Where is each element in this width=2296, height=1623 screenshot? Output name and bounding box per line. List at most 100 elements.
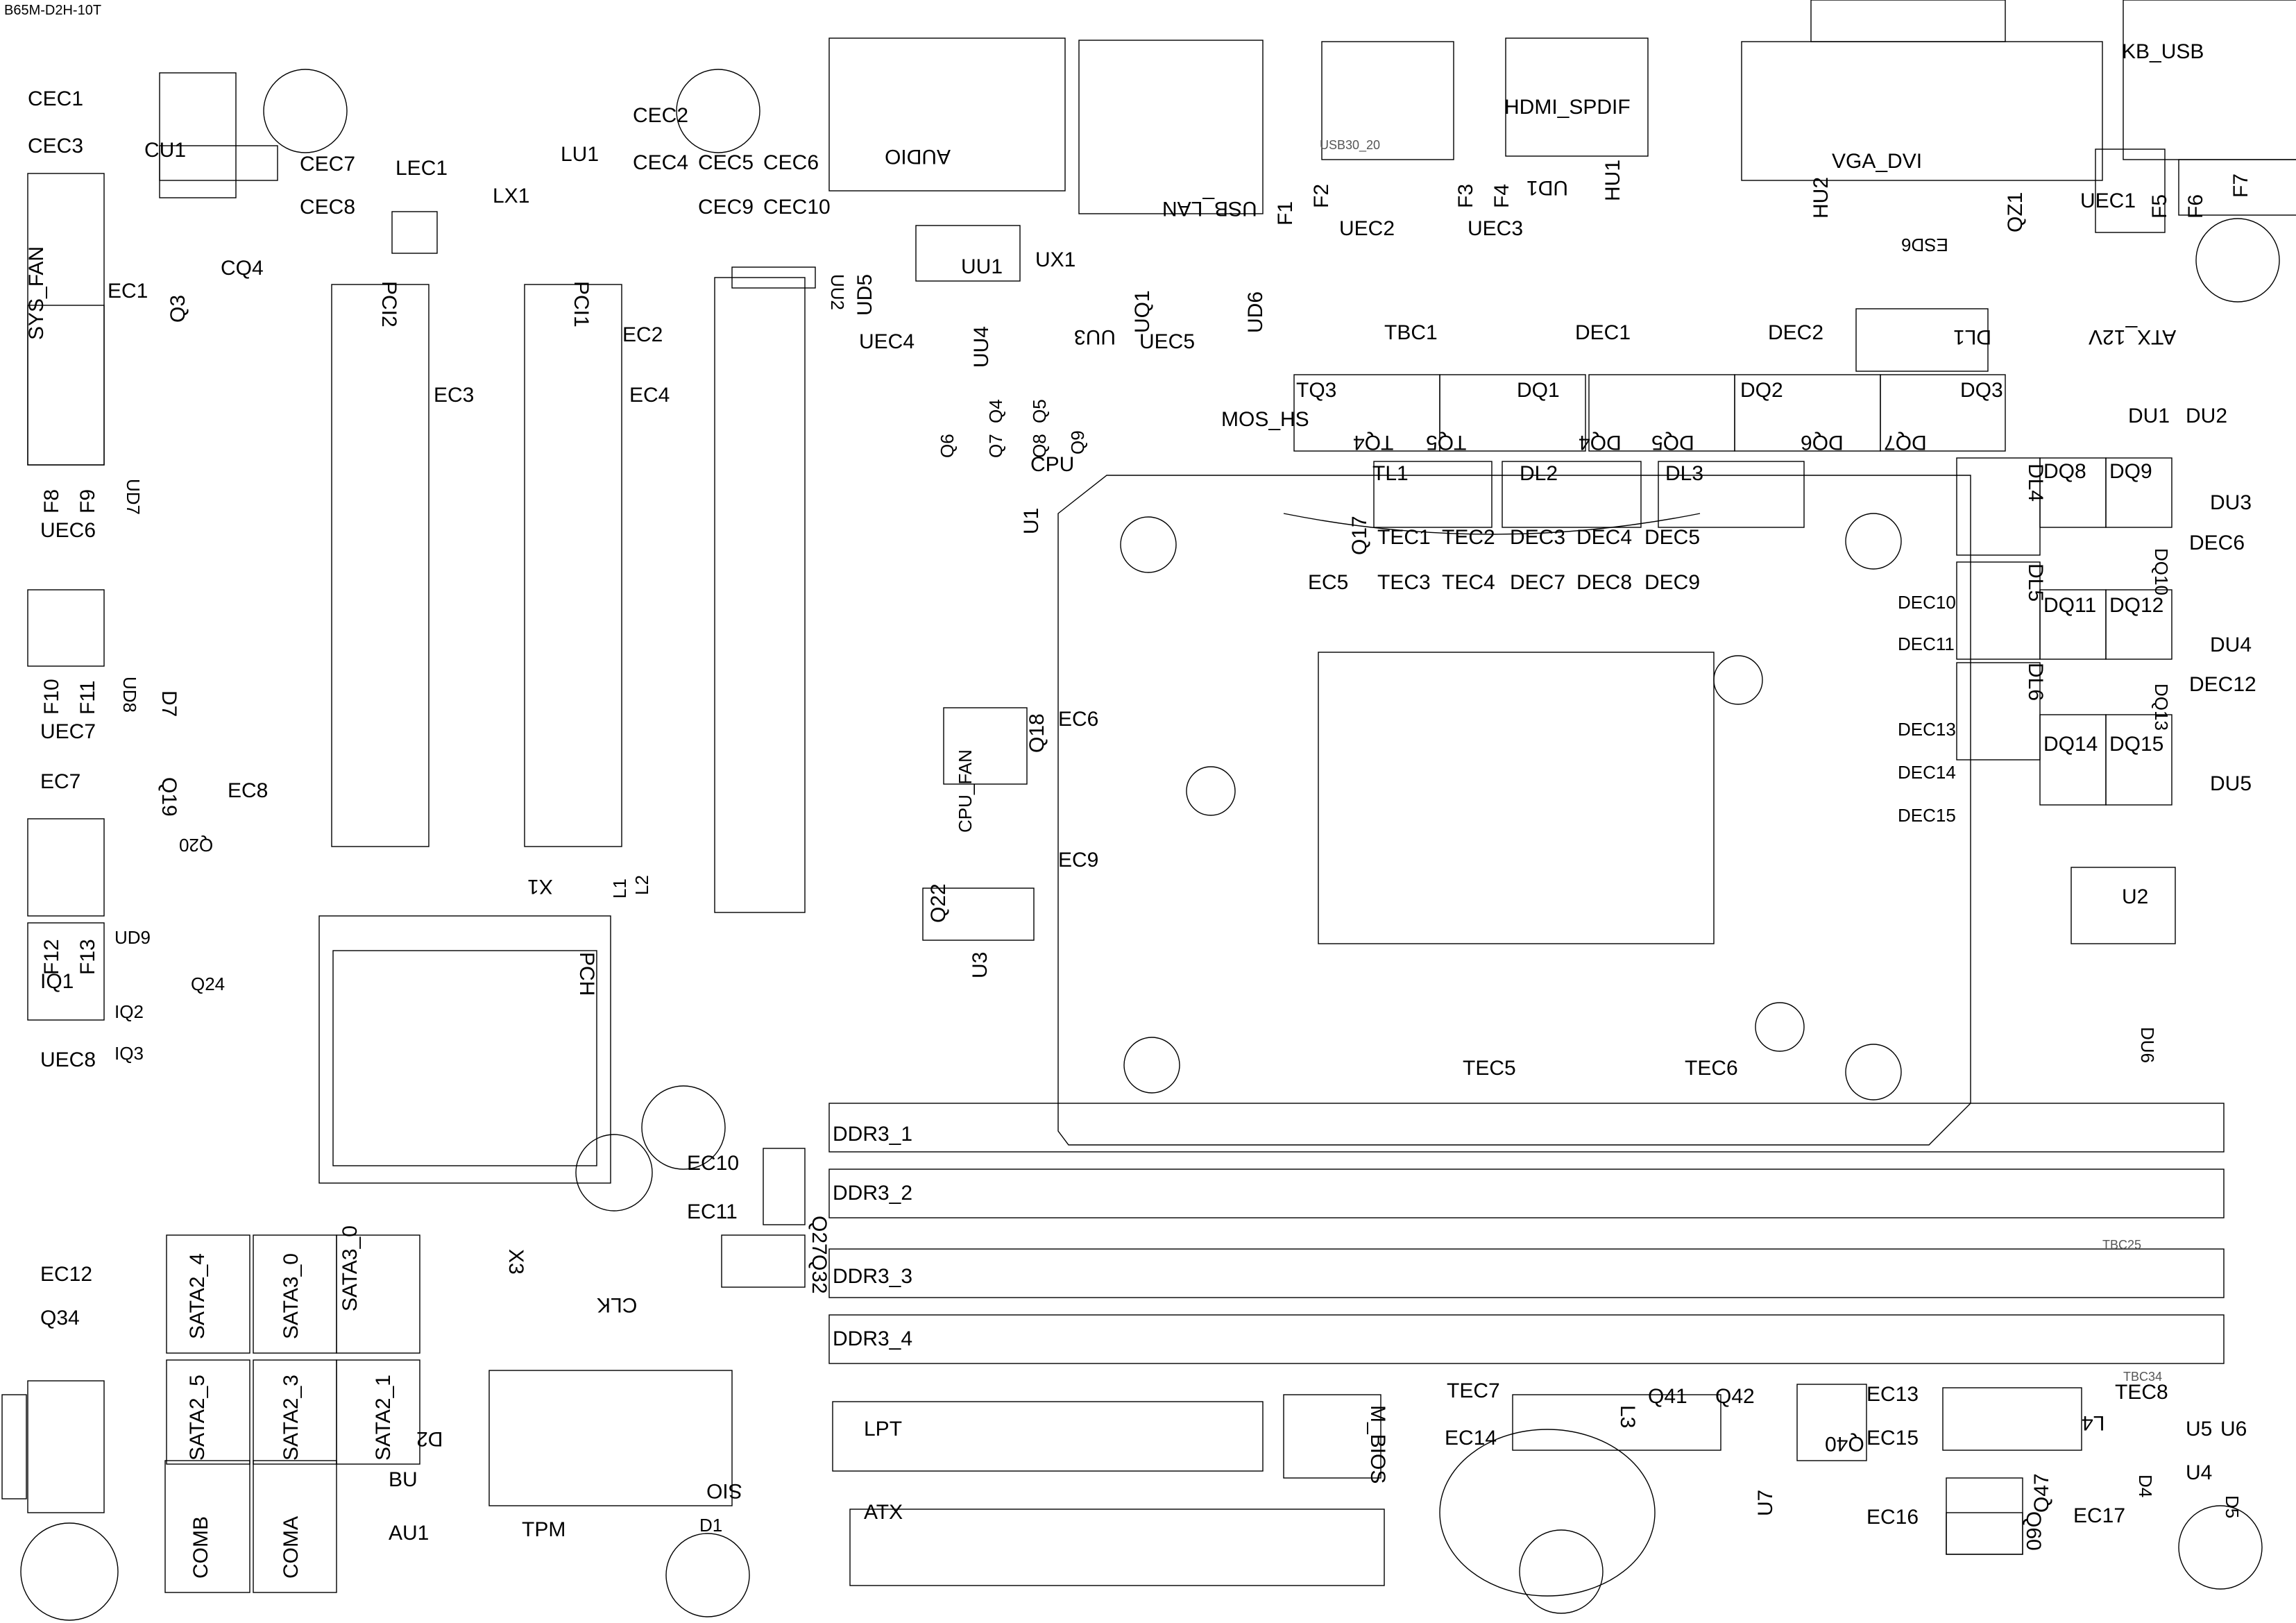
label-uu1: UU1 <box>961 255 1003 278</box>
label-lx1: LX1 <box>493 185 530 207</box>
label-f7: F7 <box>2229 173 2252 198</box>
label-tq4: TQ4 <box>1353 431 1394 454</box>
label-dec6: DEC6 <box>2189 532 2245 554</box>
label-du2: DU2 <box>2186 405 2228 427</box>
label-q34: Q34 <box>40 1307 80 1329</box>
label-dq7: DQ7 <box>1884 431 1927 454</box>
label-ec14: EC14 <box>1445 1427 1497 1450</box>
label-l4: L4 <box>2082 1411 2105 1434</box>
label-q40: Q40 <box>1825 1432 1864 1455</box>
label-dec1: DEC1 <box>1575 321 1631 344</box>
label-cpu-fan: CPU_FAN <box>955 749 976 833</box>
label-qz1: QZ1 <box>2004 192 2027 232</box>
label-q17: Q17 <box>1348 516 1371 555</box>
label-uu4: UU4 <box>970 325 993 368</box>
label-dl2: DL2 <box>1520 462 1558 485</box>
label-hdmi-spdif: HDMI_SPDIF <box>1504 96 1631 119</box>
label-ud6: UD6 <box>1244 291 1267 333</box>
label-l1: L1 <box>609 878 630 899</box>
label-dec7: DEC7 <box>1510 571 1566 594</box>
label-hu2: HU2 <box>1810 176 1832 219</box>
label-d1: D1 <box>699 1515 723 1536</box>
label-sys-fan: SYS_FAN <box>25 246 48 340</box>
label-ec7: EC7 <box>40 770 81 793</box>
label-dq8: DQ8 <box>2043 460 2086 483</box>
label-uec6: UEC6 <box>40 519 96 542</box>
label-cec4: CEC4 <box>633 151 689 174</box>
label-x1: X1 <box>527 875 553 898</box>
label-ec10: EC10 <box>687 1152 740 1175</box>
label-tbc25: TBC25 <box>2102 1238 2142 1252</box>
label-usb-lan: USB_LAN <box>1162 197 1257 220</box>
label-sata2-4: SATA2_4 <box>186 1253 209 1339</box>
label-q4: Q4 <box>985 399 1006 423</box>
label-dec2: DEC2 <box>1768 321 1824 344</box>
label-cu1: CU1 <box>144 139 187 162</box>
label-ec13: EC13 <box>1866 1383 1919 1406</box>
label-dq9: DQ9 <box>2109 460 2152 483</box>
label-f4: F4 <box>1490 183 1513 208</box>
label-tq3: TQ3 <box>1296 379 1337 402</box>
label-pci1: PCI1 <box>570 281 593 328</box>
label-tbc1: TBC1 <box>1384 321 1438 344</box>
label-bu: BU <box>389 1468 418 1491</box>
label-ud8: UD8 <box>119 677 140 713</box>
label-f8: F8 <box>40 488 63 513</box>
label-ec5: EC5 <box>1308 571 1349 594</box>
label-mos-hs: MOS_HS <box>1221 408 1309 431</box>
label-u4: U4 <box>2186 1461 2213 1484</box>
label-sata2-5: SATA2_5 <box>186 1375 209 1461</box>
label-sata2-2: SATA3_0 <box>280 1253 303 1339</box>
label-f5: F5 <box>2148 194 2171 219</box>
label-dec12: DEC12 <box>2189 673 2256 696</box>
label-q5: Q5 <box>1029 399 1050 423</box>
label-dec8: DEC8 <box>1576 571 1633 594</box>
label-f1: F1 <box>1274 201 1297 226</box>
label-ddr3-2: DDR3_2 <box>833 1182 913 1205</box>
label-dec3: DEC3 <box>1510 526 1566 549</box>
label-sio: SIO <box>706 1479 742 1502</box>
label-dq5: DQ5 <box>1651 431 1694 454</box>
label-vga-dvi: VGA_DVI <box>1832 150 1923 173</box>
label-q18: Q18 <box>1026 713 1048 753</box>
label-tec1: TEC1 <box>1377 526 1431 549</box>
label-uec4: UEC4 <box>859 330 915 353</box>
label-u6: U6 <box>2220 1418 2247 1441</box>
label-dec15: DEC15 <box>1898 805 1956 826</box>
label-dec14: DEC14 <box>1898 762 1956 783</box>
label-u3: U3 <box>969 951 992 978</box>
label-cpu: CPU <box>1030 453 1075 476</box>
label-ec4: EC4 <box>629 384 670 407</box>
label-q47: Q47 <box>2030 1473 2053 1513</box>
label-cec10: CEC10 <box>763 196 831 219</box>
label-lpt: LPT <box>864 1418 903 1441</box>
label-q8: Q8 <box>1029 434 1050 458</box>
label-m-bios: M_BIOS <box>1366 1405 1389 1484</box>
label-ud1: UD1 <box>1527 176 1569 199</box>
label-ec17: EC17 <box>2073 1504 2126 1527</box>
label-dq13: DQ13 <box>2151 683 2172 731</box>
label-tbc34: TBC34 <box>2123 1370 2163 1384</box>
label-u2: U2 <box>2122 885 2149 908</box>
label-uec3: UEC3 <box>1468 217 1524 240</box>
label-tec8: TEC8 <box>2115 1381 2168 1404</box>
label-d7: D7 <box>158 690 180 717</box>
label-ddr3-1: DDR3_1 <box>833 1123 913 1146</box>
label-tec3: TEC3 <box>1377 571 1431 594</box>
label-q60: Q60 <box>2022 1511 2045 1551</box>
label-du1: DU1 <box>2128 405 2170 427</box>
label-q32: Q32 <box>808 1255 831 1294</box>
label-usb30-20: USB30_20 <box>1320 138 1381 152</box>
label-u1: U1 <box>1020 507 1043 534</box>
label-u7: U7 <box>1754 1489 1777 1516</box>
label-dq1: DQ1 <box>1517 379 1560 402</box>
label-f9: F9 <box>76 488 99 513</box>
label-dq2: DQ2 <box>1740 379 1783 402</box>
label-pch: PCH <box>575 952 598 996</box>
label-cec9: CEC9 <box>698 196 754 219</box>
label-dec13: DEC13 <box>1898 719 1956 740</box>
label-tec2: TEC2 <box>1442 526 1495 549</box>
label-d2: D2 <box>416 1427 443 1450</box>
label-dec5: DEC5 <box>1644 526 1701 549</box>
label-uu2: UU2 <box>827 274 848 311</box>
